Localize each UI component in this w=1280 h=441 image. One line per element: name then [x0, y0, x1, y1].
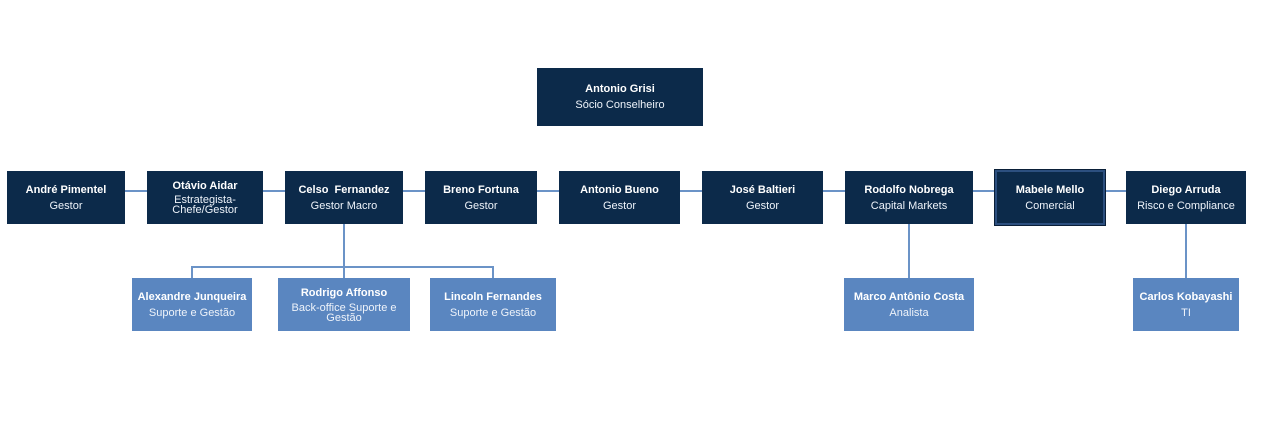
node-name: Alexandre Junqueira — [137, 290, 247, 303]
node-role: Sócio Conselheiro — [575, 99, 665, 111]
org-node-antonio-bueno[interactable]: Antonio Bueno Gestor — [559, 171, 680, 224]
node-role: Comercial — [1025, 199, 1075, 212]
node-role: Estrategista-Chefe/Gestor — [172, 194, 238, 216]
node-role: Gestor — [464, 199, 498, 212]
node-name: Antonio Bueno — [580, 183, 659, 196]
org-node-marco-antonio-costa[interactable]: Marco Antônio Costa Analista — [844, 278, 974, 331]
org-node-alexandre-junqueira[interactable]: Alexandre Junqueira Suporte e Gestão — [132, 278, 252, 331]
connector-rodrigo-drop — [343, 266, 345, 278]
node-role: Gestor Macro — [310, 199, 378, 212]
org-node-diego-arruda[interactable]: Diego Arruda Risco e Compliance — [1126, 171, 1246, 224]
connector-lincoln-drop — [492, 266, 494, 278]
node-role: Risco e Compliance — [1137, 199, 1235, 212]
connector-level2-bar — [191, 266, 494, 268]
node-name: Rodolfo Nobrega — [864, 183, 954, 196]
node-name: José Baltieri — [729, 183, 796, 196]
node-name: Marco Antônio Costa — [853, 290, 965, 303]
org-node-andre-pimentel[interactable]: André Pimentel Gestor — [7, 171, 125, 224]
node-name: Carlos Kobayashi — [1139, 290, 1233, 303]
org-node-mabele-mello[interactable]: Mabele Mello Comercial — [995, 170, 1105, 225]
org-node-carlos-kobayashi[interactable]: Carlos Kobayashi TI — [1133, 278, 1239, 331]
node-name: Antonio Grisi — [585, 83, 655, 95]
connector-celso-down — [343, 224, 345, 267]
node-role: Analista — [889, 306, 929, 319]
connector-diego-down — [1185, 224, 1187, 278]
node-name: Otávio Aidar — [172, 180, 238, 192]
node-name: Mabele Mello — [1015, 183, 1085, 196]
node-role: Capital Markets — [870, 199, 948, 212]
node-role: Gestor — [49, 199, 83, 212]
org-node-otavio-aidar[interactable]: Otávio Aidar Estrategista-Chefe/Gestor — [147, 171, 263, 224]
node-name: Lincoln Fernandes — [444, 290, 542, 303]
node-role: Back-office Suporte e Gestão — [291, 301, 397, 324]
node-name: Celso Fernandez — [298, 183, 390, 196]
org-node-rodrigo-affonso[interactable]: Rodrigo Affonso Back-office Suporte e Ge… — [278, 278, 410, 331]
connector-rodolfo-down — [908, 224, 910, 278]
node-name: Rodrigo Affonso — [300, 286, 388, 299]
org-node-rodolfo-nobrega[interactable]: Rodolfo Nobrega Capital Markets — [845, 171, 973, 224]
node-role: Suporte e Gestão — [148, 306, 236, 319]
node-role: Gestor — [745, 199, 779, 212]
org-node-antonio-grisi[interactable]: Antonio Grisi Sócio Conselheiro — [537, 68, 703, 126]
node-role: TI — [1181, 306, 1191, 319]
node-name: Breno Fortuna — [443, 183, 519, 196]
node-role: Suporte e Gestão — [449, 306, 537, 319]
connector-alexandre-drop — [191, 266, 193, 278]
org-node-jose-baltieri[interactable]: José Baltieri Gestor — [702, 171, 823, 224]
node-name: André Pimentel — [25, 183, 107, 196]
node-role: Gestor — [602, 199, 636, 212]
org-node-breno-fortuna[interactable]: Breno Fortuna Gestor — [425, 171, 537, 224]
node-name: Diego Arruda — [1151, 183, 1221, 196]
org-node-celso-fernandez[interactable]: Celso Fernandez Gestor Macro — [285, 171, 403, 224]
org-node-lincoln-fernandes[interactable]: Lincoln Fernandes Suporte e Gestão — [430, 278, 556, 331]
